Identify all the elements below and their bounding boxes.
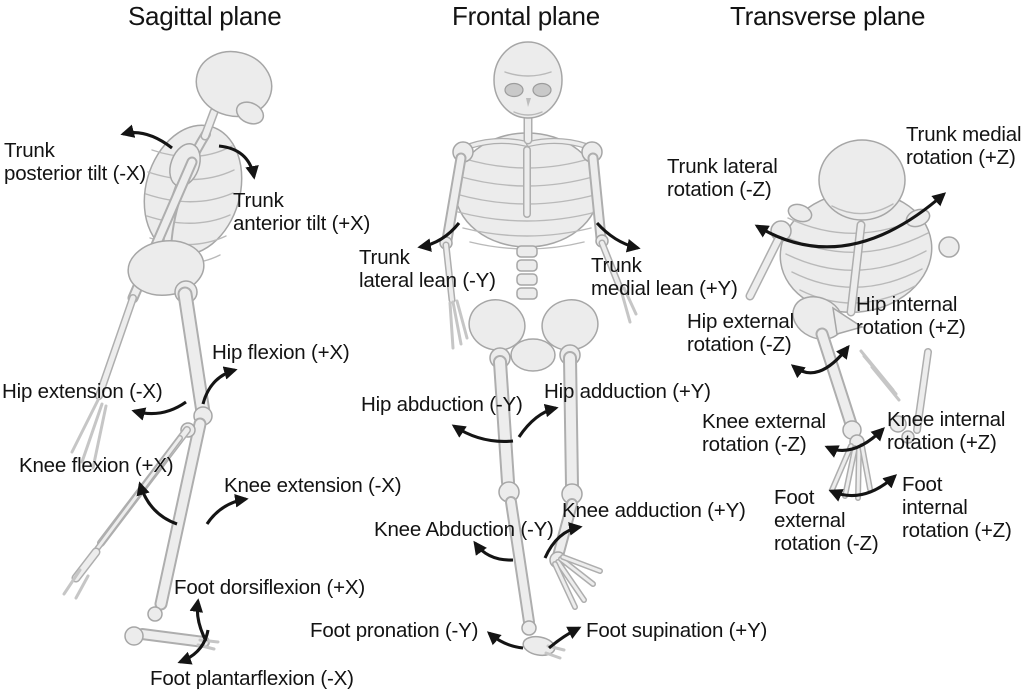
label-knee-external-rotation: Knee external rotation (-Z) xyxy=(702,410,826,456)
knee-abduction-arrow xyxy=(473,540,514,562)
label-hip-extension: Hip extension (-X) xyxy=(2,380,163,403)
motion-arrows xyxy=(120,124,947,665)
label-foot-dorsiflexion: Foot dorsiflexion (+X) xyxy=(174,576,366,599)
label-trunk-medial-lean: Trunk medial lean (+Y) xyxy=(591,254,738,300)
trunk-rotation-arrow xyxy=(754,192,947,249)
label-trunk-medial-rotation: Trunk medial rotation (+Z) xyxy=(906,123,1022,169)
label-hip-abduction: Hip abduction (-Y) xyxy=(361,393,523,416)
label-foot-internal-rotation: Foot internal rotation (+Z) xyxy=(902,473,1012,542)
label-foot-external-rotation: Foot external rotation (-Z) xyxy=(774,486,879,555)
panel-title-transverse: Transverse plane xyxy=(730,1,926,31)
label-trunk-posterior-tilt: Trunk posterior tilt (-X) xyxy=(4,139,147,185)
label-knee-internal-rotation: Knee internal rotation (+Z) xyxy=(887,408,1006,454)
label-knee-flexion: Knee flexion (+X) xyxy=(19,454,174,477)
label-foot-pronation: Foot pronation (-Y) xyxy=(310,619,479,642)
frontal-skeleton xyxy=(439,41,638,660)
hip-extension-arrow xyxy=(131,400,187,421)
panel-title-sagittal: Sagittal plane xyxy=(128,1,282,31)
label-foot-supination: Foot supination (+Y) xyxy=(586,619,768,642)
foot-pronation-arrow xyxy=(486,631,524,650)
trunk-medial-lean-arrow xyxy=(595,221,641,253)
foot-dorsiflexion-arrow xyxy=(189,598,208,642)
trunk-lateral-lean-arrow xyxy=(417,222,461,252)
label-knee-extension: Knee extension (-X) xyxy=(224,474,402,497)
label-trunk-lateral-lean: Trunk lateral lean (-Y) xyxy=(359,246,496,292)
hip-flexion-arrow xyxy=(201,366,238,405)
foot-supination-arrow xyxy=(547,626,582,650)
label-hip-external-rotation: Hip external rotation (-Z) xyxy=(687,310,794,356)
foot-rotation-arrow xyxy=(828,474,898,502)
panel-title-frontal: Frontal plane xyxy=(452,1,600,31)
label-hip-adduction: Hip adduction (+Y) xyxy=(544,380,711,403)
label-knee-abduction: Knee Abduction (-Y) xyxy=(374,518,554,541)
label-hip-flexion: Hip flexion (+X) xyxy=(212,341,350,364)
knee-adduction-arrow xyxy=(543,522,583,559)
knee-flexion-arrow xyxy=(136,481,178,526)
label-trunk-lateral-rotation: Trunk lateral rotation (-Z) xyxy=(667,155,778,201)
label-foot-plantarflexion: Foot plantarflexion (-X) xyxy=(150,667,354,690)
foot-plantarflexion-arrow xyxy=(177,629,210,665)
hip-adduction-arrow xyxy=(517,403,559,438)
trunk-anterior-tilt-arrow xyxy=(218,144,259,180)
trunk-posterior-tilt-arrow xyxy=(120,124,173,150)
label-hip-internal-rotation: Hip internal rotation (+Z) xyxy=(856,293,966,339)
hip-abduction-arrow xyxy=(451,424,514,443)
knee-rotation-arrow xyxy=(824,427,885,458)
knee-extension-arrow xyxy=(205,493,249,525)
hip-rotation-arrow xyxy=(790,344,850,379)
label-knee-adduction: Knee adduction (+Y) xyxy=(562,499,746,522)
sagittal-skeleton xyxy=(62,50,273,651)
label-trunk-anterior-tilt: Trunk anterior tilt (+X) xyxy=(233,189,371,235)
